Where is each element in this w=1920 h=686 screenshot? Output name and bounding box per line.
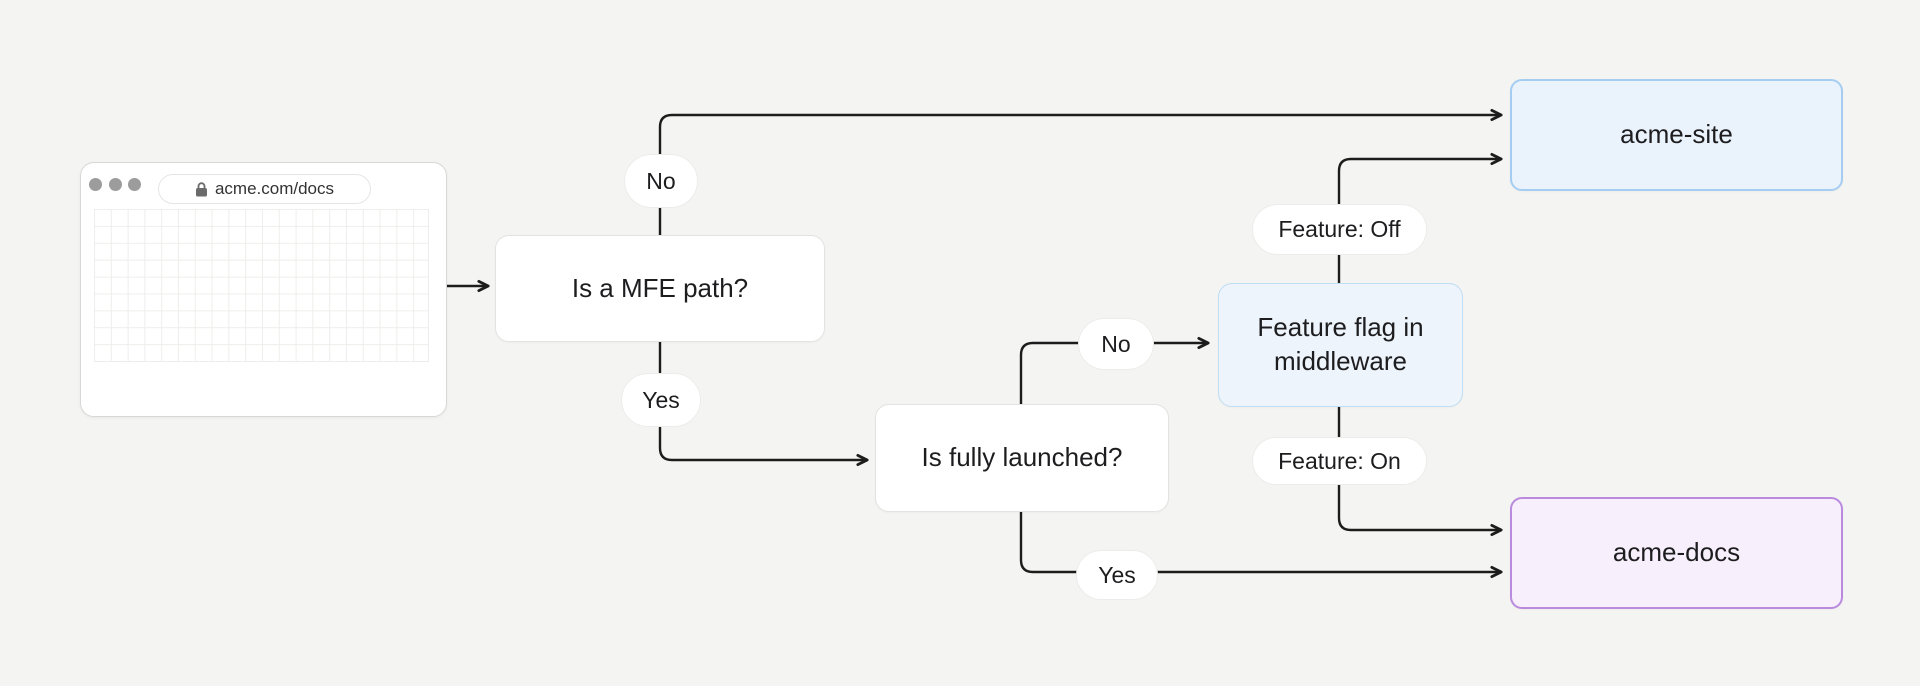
window-dot-icon [89, 177, 102, 191]
edge-label-mfe-no: No [624, 154, 698, 208]
edge-label-launched-yes: Yes [1076, 550, 1158, 600]
node-acme-docs: acme-docs [1510, 497, 1843, 609]
node-label: Is a MFE path? [571, 272, 749, 303]
browser-content-grid [94, 209, 429, 362]
edge-label-text: No [1101, 330, 1131, 357]
browser-header [81, 163, 446, 205]
browser-window: acme.com/docs [80, 162, 447, 417]
node-feature-flag-middleware: Feature flag in middleware [1218, 283, 1463, 407]
node-label: Feature flag in middleware [1257, 312, 1424, 376]
window-dot-icon [108, 177, 122, 191]
edge-label-launched-no: No [1078, 318, 1154, 370]
node-label: Is fully launched? [921, 442, 1123, 473]
url-text: acme.com/docs [214, 179, 335, 198]
node-label: acme-site [1620, 119, 1733, 150]
window-dot-icon [128, 177, 141, 191]
node-is-fully-launched: Is fully launched? [875, 404, 1169, 512]
edge-label-mfe-yes: Yes [621, 373, 701, 427]
edge-label-text: Feature: Off [1278, 216, 1401, 242]
edge-label-text: Yes [1098, 561, 1136, 588]
url-bar: acme.com/docs [158, 174, 371, 204]
traffic-light-dots [89, 177, 141, 191]
edge-label-feature-on: Feature: On [1252, 437, 1427, 485]
edge-label-text: Yes [642, 386, 680, 413]
edge-label-text: Feature: On [1278, 447, 1401, 474]
node-label: acme-docs [1612, 537, 1741, 568]
node-is-mfe-path: Is a MFE path? [495, 235, 825, 342]
edge-label-feature-off: Feature: Off [1252, 204, 1427, 255]
edge-label-text: No [646, 167, 676, 194]
node-acme-site: acme-site [1510, 79, 1843, 191]
lock-icon [195, 181, 208, 197]
